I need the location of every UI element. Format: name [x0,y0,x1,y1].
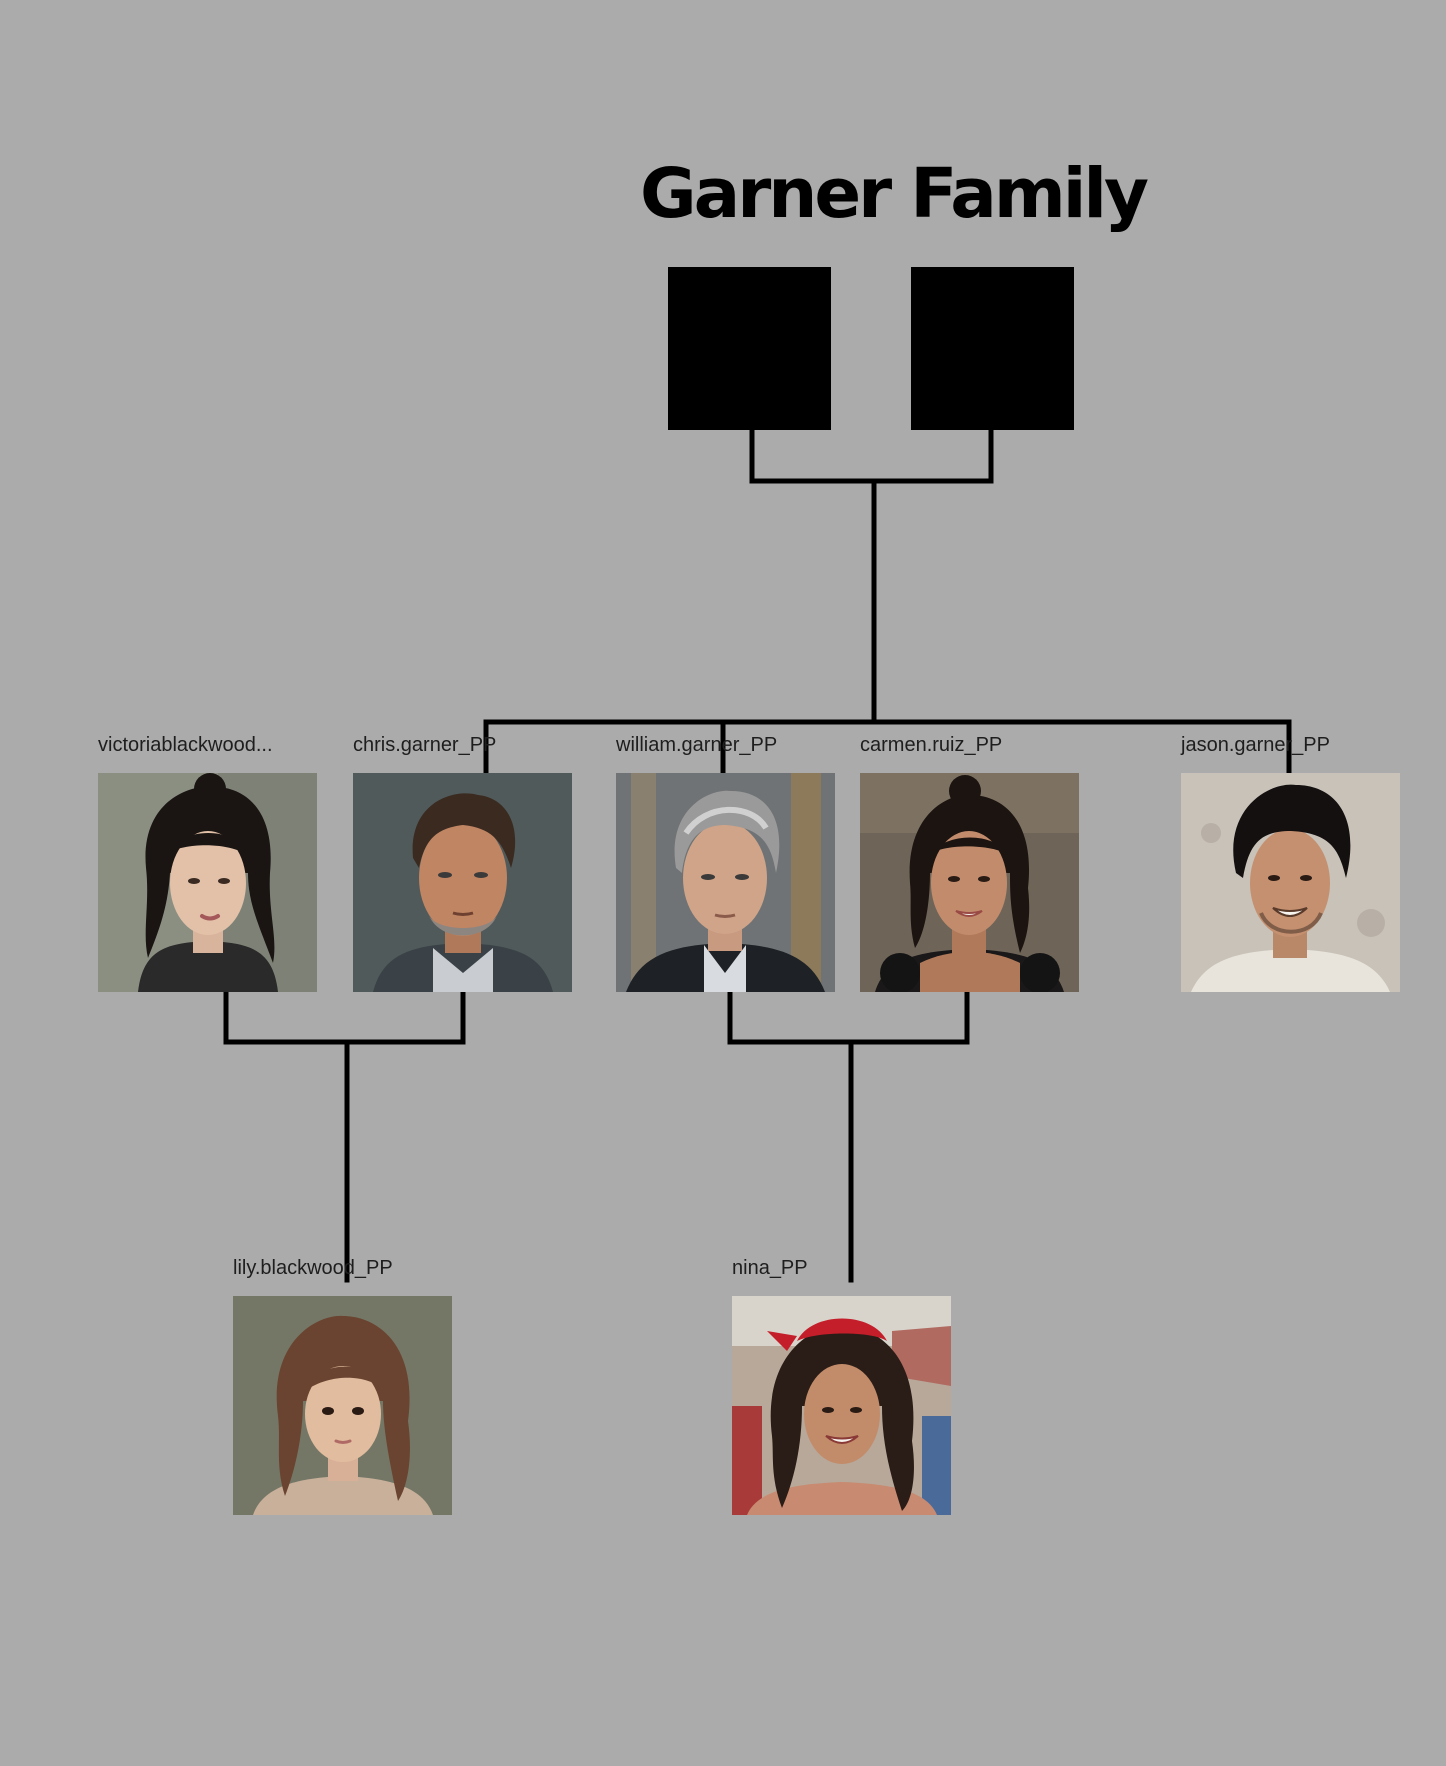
grandparents-couple-line [749,427,994,484]
grandparent-placeholder-right[interactable] [911,267,1074,430]
person-label-jason: jason.garner_PP [1181,734,1330,756]
person-label-chris: chris.garner_PP [353,734,497,756]
person-label-victoria: victoriablackwood... [98,734,273,756]
person-photo-nina[interactable] [732,1296,951,1515]
person-photo-carmen[interactable] [860,773,1079,992]
person-label-nina: nina_PP [732,1257,808,1279]
person-label-lily: lily.blackwood_PP [233,1257,393,1279]
person-photo-william[interactable] [616,773,835,992]
person-photo-chris[interactable] [353,773,572,992]
couple-line-victoria-chris [223,988,466,1045]
person-photo-victoria[interactable] [98,773,317,992]
person-label-carmen: carmen.ruiz_PP [860,734,1003,756]
person-photo-lily[interactable] [233,1296,452,1515]
couple-line-william-carmen [727,988,970,1045]
page-title: Garner Family [640,154,1149,234]
grandparent-placeholder-left[interactable] [668,267,831,430]
person-photo-jason[interactable] [1181,773,1400,992]
person-label-william: william.garner_PP [616,734,778,756]
